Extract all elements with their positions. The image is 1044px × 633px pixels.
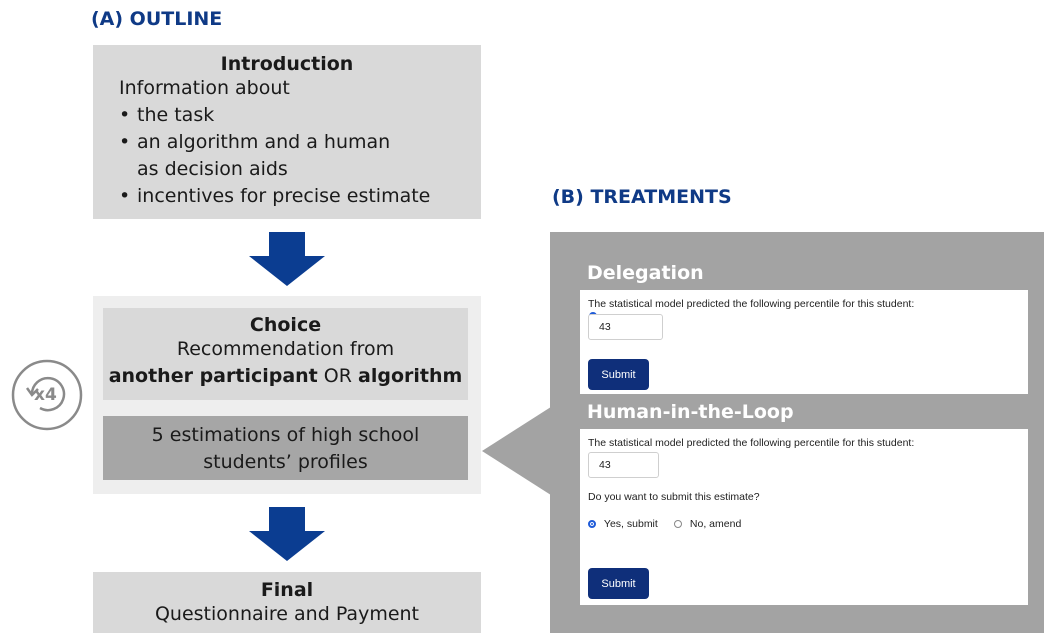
- down-arrow-icon: [249, 507, 325, 561]
- bullet-item: the task: [119, 102, 481, 129]
- bullet-item: an algorithm and a human as decision aid…: [119, 129, 481, 183]
- hitl-option-no-label: No, amend: [689, 518, 742, 530]
- down-arrow-icon: [249, 232, 325, 286]
- introduction-box: Introduction Information about the task …: [93, 45, 481, 219]
- introduction-bullets: the task an algorithm and a human as dec…: [119, 102, 481, 210]
- hitl-option-yes[interactable]: Yes, submit: [588, 518, 658, 530]
- introduction-lead: Information about: [119, 77, 290, 99]
- introduction-title: Introduction: [220, 53, 354, 75]
- radio-selected-icon[interactable]: [588, 520, 596, 529]
- bullet-item-text: an algorithm and a human: [137, 131, 391, 153]
- hitl-submit-button[interactable]: Submit: [588, 568, 649, 599]
- outline-heading: (A) OUTLINE: [91, 8, 223, 30]
- delegation-estimate-value: 43: [599, 321, 611, 333]
- hitl-option-yes-label: Yes, submit: [603, 518, 658, 530]
- delegation-prompt: The statistical model predicted the foll…: [588, 298, 915, 310]
- estimations-line1: 5 estimations of high school: [151, 424, 420, 446]
- hitl-question: Do you want to submit this estimate?: [588, 491, 760, 503]
- delegation-title: Delegation: [587, 262, 704, 284]
- hitl-prompt: The statistical model predicted the foll…: [588, 437, 915, 449]
- repeat-count: x4: [34, 385, 57, 405]
- treatments-heading: (B) TREATMENTS: [552, 186, 732, 208]
- hitl-estimate-value: 43: [599, 459, 611, 471]
- estimations-line2: students’ profiles: [203, 451, 368, 473]
- hitl-title: Human-in-the-Loop: [587, 401, 794, 423]
- hitl-option-no[interactable]: No, amend: [674, 518, 741, 530]
- delegation-submit-button[interactable]: Submit: [588, 359, 649, 390]
- repeat-icon: x4: [10, 358, 84, 432]
- hitl-estimate-input[interactable]: 43: [588, 452, 659, 478]
- choice-or: OR: [317, 365, 359, 387]
- delegation-estimate-input[interactable]: 43: [588, 314, 663, 340]
- choice-title: Choice: [249, 314, 322, 336]
- choice-option-algorithm: algorithm: [358, 365, 463, 387]
- hitl-form: The statistical model predicted the foll…: [580, 429, 1028, 605]
- choice-box: Choice Recommendation from another parti…: [103, 308, 468, 400]
- radio-unselected-icon[interactable]: [674, 520, 682, 529]
- bullet-item-continuation: as decision aids: [137, 158, 288, 180]
- estimations-box: 5 estimations of high school students’ p…: [103, 416, 468, 480]
- final-box: Final Questionnaire and Payment: [93, 572, 481, 633]
- final-title: Final: [260, 579, 314, 601]
- choice-line1: Recommendation from: [176, 338, 395, 360]
- delegation-form: The statistical model predicted the foll…: [580, 290, 1028, 394]
- final-text: Questionnaire and Payment: [154, 603, 420, 625]
- treatments-panel: Delegation The statistical model predict…: [550, 232, 1044, 633]
- choice-option-participant: another participant: [108, 365, 318, 387]
- callout-pointer: [482, 405, 554, 501]
- choice-line2: another participant OR algorithm: [103, 363, 468, 390]
- bullet-item: incentives for precise estimate: [119, 183, 481, 210]
